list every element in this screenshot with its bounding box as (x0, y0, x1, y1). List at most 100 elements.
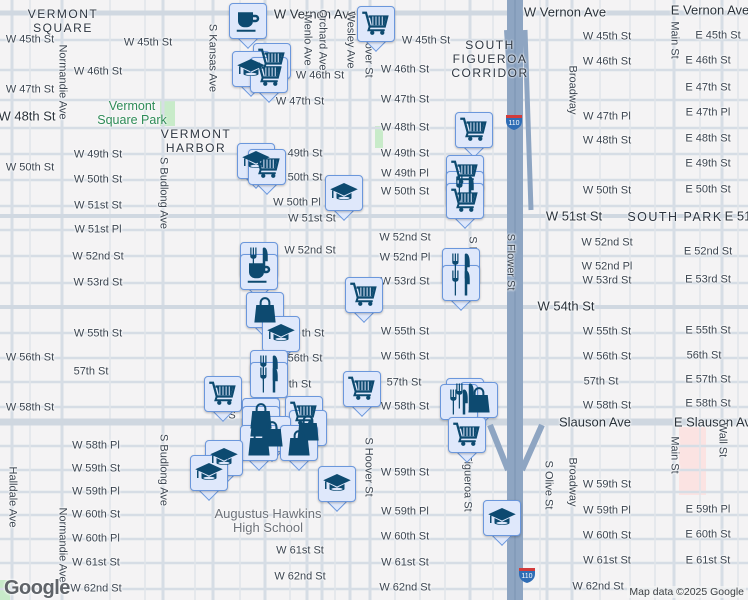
street-label: E Vernon Ave (670, 2, 748, 18)
street-label: W 47th St (380, 93, 430, 106)
street-label: E Slauson Ave (673, 414, 748, 430)
street-label: W 49th St (73, 148, 123, 161)
marker-cart[interactable] (248, 149, 286, 195)
street-label: E 59th Pl (685, 503, 731, 516)
street-label: W 54th St (537, 298, 595, 314)
marker-school[interactable] (190, 455, 228, 501)
cart-icon (208, 379, 238, 409)
street-label: S Hoover St (362, 437, 375, 497)
street-label: W 62nd St (70, 582, 122, 595)
street-label: W 62nd St (379, 581, 431, 594)
street-label: W 59th Pl (72, 485, 120, 498)
street-label: W 58th St (380, 400, 430, 413)
street-label: W 49th St (380, 147, 430, 160)
marker-shopping[interactable] (280, 425, 318, 471)
shopping-icon (284, 428, 314, 458)
street-label: E 50th St (685, 183, 731, 196)
street-label: S Budlong Ave (157, 434, 170, 506)
street-label: W 60th St (582, 529, 632, 542)
marker-restaurant[interactable] (442, 265, 480, 311)
street-label: W 60th St (71, 508, 121, 521)
svg-text:110: 110 (521, 573, 532, 580)
street-label: Wesley Ave (344, 11, 357, 69)
marker-cart[interactable] (357, 6, 395, 52)
poi-label-high-school[interactable]: Augustus Hawkins High School (214, 506, 322, 535)
street-label: Main St (668, 21, 681, 59)
street-label: S Budlong Ave (157, 157, 170, 229)
street-label: W 59th Pl (381, 505, 429, 518)
freeway-ramp (522, 29, 534, 211)
marker-cart[interactable] (345, 277, 383, 323)
street-label: W 51st St (74, 199, 122, 212)
street-label: W 51st Pl (74, 223, 122, 236)
street-label: Main St (668, 436, 681, 474)
cart-icon (361, 9, 391, 39)
map-attribution[interactable]: Map data ©2025 Google (627, 586, 746, 598)
street-label: E 51 (724, 208, 748, 224)
marker-cart[interactable] (204, 376, 242, 422)
street-label: E 58th St (685, 397, 731, 410)
street-label: W 59th St (380, 466, 430, 479)
street-label: W 59th St (71, 462, 121, 475)
marker-coffee[interactable] (229, 3, 267, 49)
street-label: W 61st St (583, 554, 631, 567)
street-label: S Olive St (542, 460, 555, 510)
street-label: W 45th St (123, 36, 173, 49)
street-label: W 50th St (5, 161, 55, 174)
marker-school[interactable] (318, 466, 356, 512)
marker-body (248, 149, 286, 185)
street-label: W 48th St (582, 134, 632, 147)
street-label: W 52nd St (72, 250, 124, 263)
street-label: Menlo Ave (301, 14, 314, 66)
park-label[interactable]: Vermont Square Park (97, 99, 167, 127)
commercial-area (679, 427, 706, 495)
marker-cart[interactable] (448, 417, 486, 463)
school-icon (329, 178, 359, 208)
marker-body (483, 500, 521, 536)
street-label: W 45th St (5, 33, 55, 46)
marker-body (240, 254, 278, 290)
marker-coffee[interactable] (240, 254, 278, 300)
street-label: S Flower St (504, 233, 517, 291)
marker-school[interactable] (483, 500, 521, 546)
marker-school[interactable] (325, 175, 363, 221)
freeway-ramp (519, 423, 545, 472)
school-icon (266, 319, 296, 349)
school-icon (487, 503, 517, 533)
marker-body (448, 417, 486, 453)
street-label: 57th St (73, 365, 109, 378)
marker-body (325, 175, 363, 211)
marker-body (204, 376, 242, 412)
street-label: W 52nd St (284, 244, 336, 257)
street-label: W 58th St (582, 399, 632, 412)
street-label: E 60th St (685, 528, 731, 541)
street-label: Slauson Ave (558, 414, 632, 430)
street-label: W 47th St (5, 83, 55, 96)
street-label: Orchard Ave (316, 9, 329, 71)
marker-body (190, 455, 228, 491)
street-label: 57th St (583, 375, 619, 388)
street-label: 56th St (287, 352, 323, 365)
street-label: W 52nd Pl (379, 251, 431, 264)
google-logo[interactable]: Google (4, 577, 70, 599)
street-label: W 53rd St (380, 275, 430, 288)
marker-restaurant[interactable] (250, 362, 288, 408)
street-label: E 57th St (685, 373, 731, 386)
street-label: W 52nd St (379, 231, 431, 244)
street-label: W Vernon Ave (523, 4, 607, 20)
marker-cart[interactable] (250, 57, 288, 103)
street-label: S (228, 409, 236, 422)
marker-cart[interactable] (455, 112, 493, 158)
street-label: E 52nd St (683, 245, 733, 258)
marker-cart[interactable] (343, 371, 381, 417)
marker-body (440, 384, 478, 420)
street-label: Halldale Ave (6, 466, 19, 528)
street-label: Broadway (566, 457, 579, 507)
cart-icon (254, 60, 284, 90)
cart-icon (452, 420, 482, 450)
marker-shopping[interactable] (240, 425, 278, 471)
marker-cart[interactable] (446, 183, 484, 229)
coffee-icon (244, 257, 274, 287)
street-label: W 61st St (276, 544, 324, 557)
